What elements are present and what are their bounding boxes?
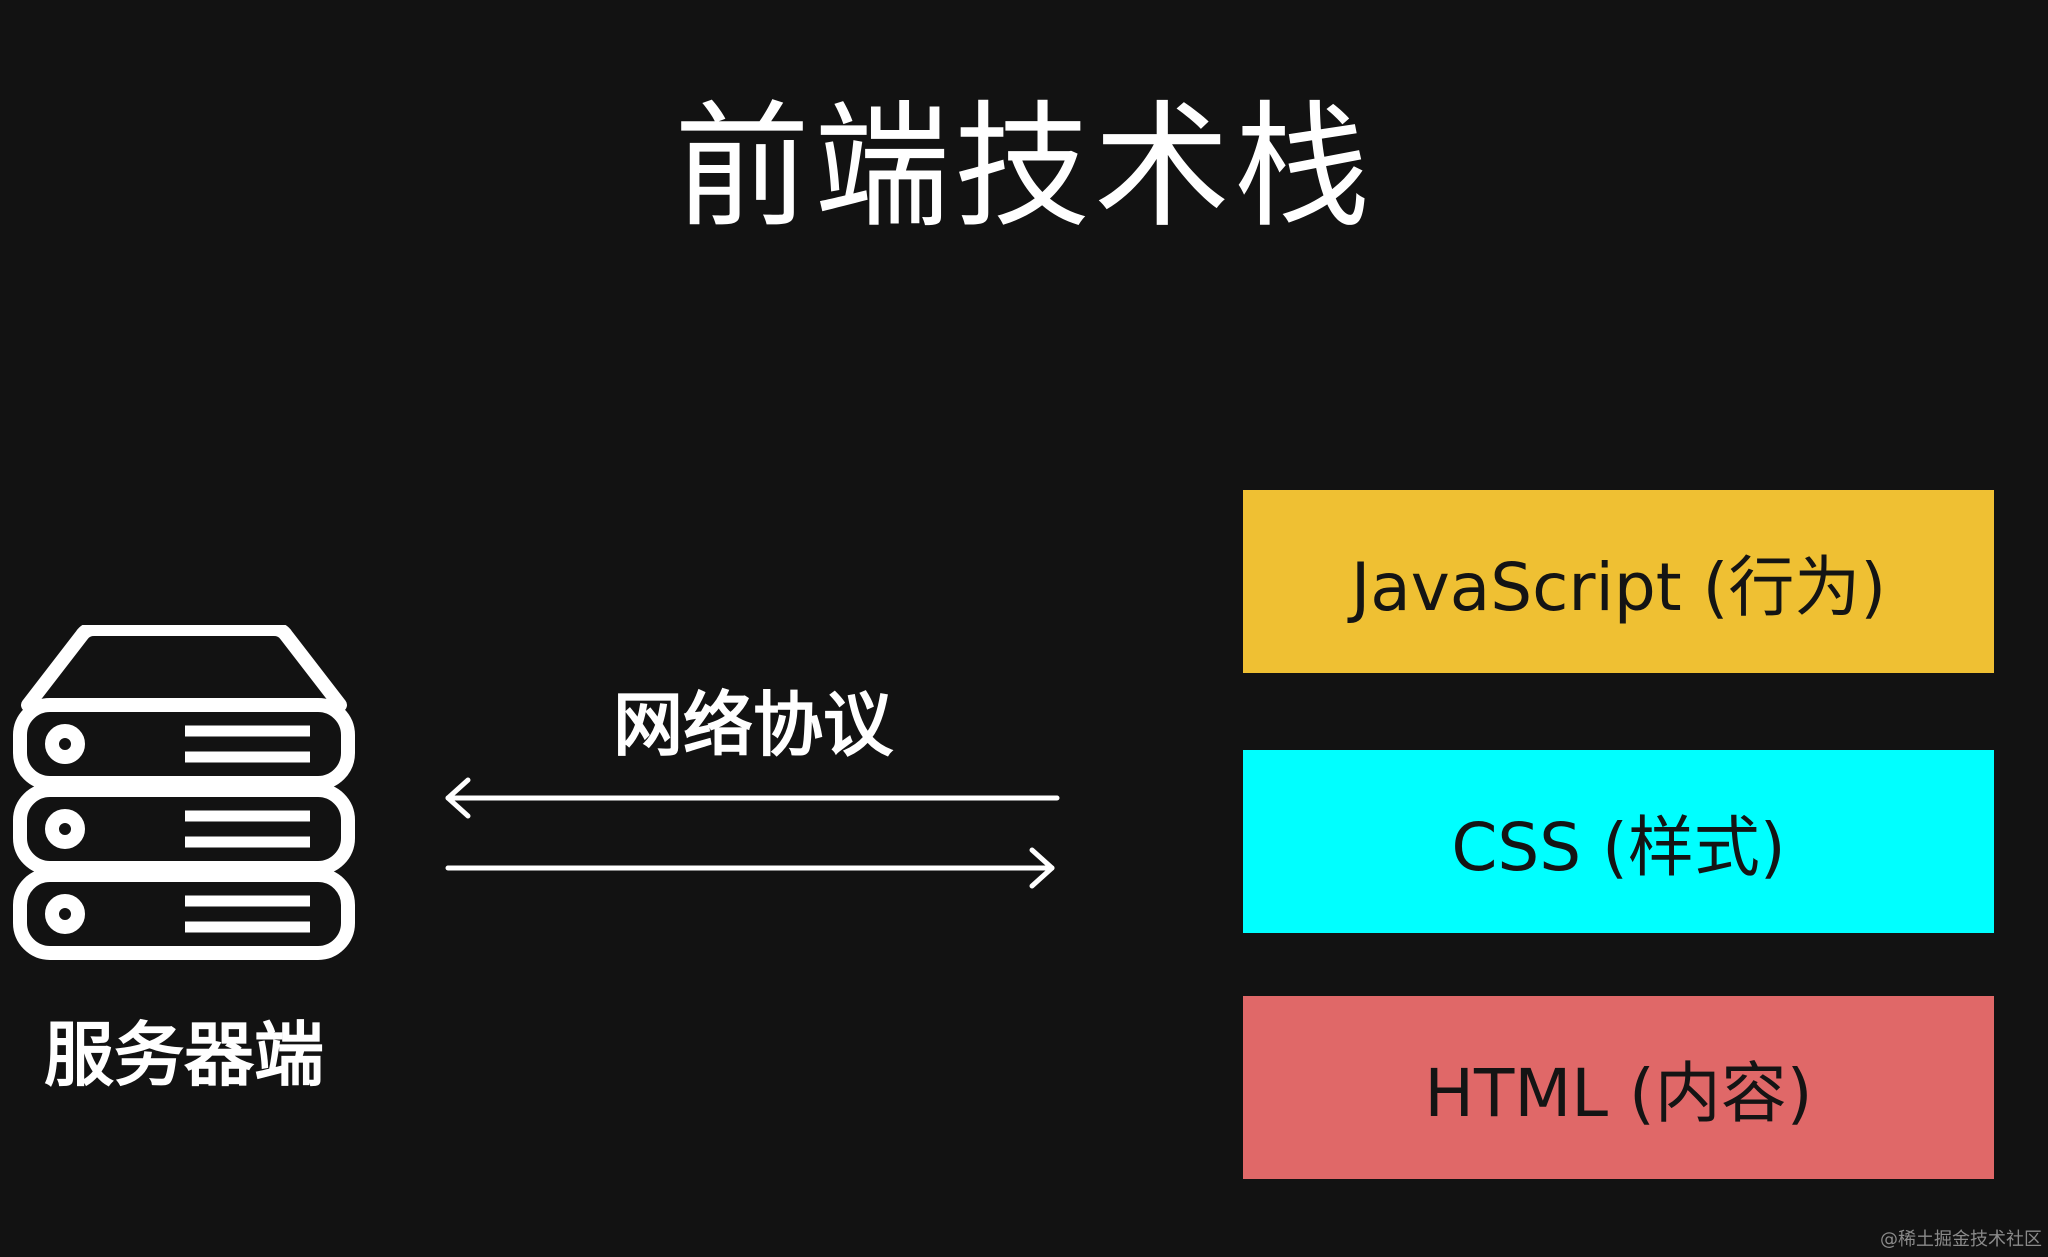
protocol-label: 网络协议 — [613, 684, 893, 766]
stack-layer-html: HTML (内容) — [1243, 996, 1994, 1179]
diagram-title: 前端技术栈 — [674, 89, 1374, 247]
arrow-left-icon — [445, 777, 1060, 819]
protocol-arrows — [445, 777, 1060, 889]
arrow-right-icon — [445, 847, 1055, 889]
watermark: @稀土掘金技术社区 — [1880, 1229, 2042, 1250]
stack-layer-css: CSS (样式) — [1243, 750, 1994, 933]
stack-layer-label: CSS (样式) — [1451, 808, 1786, 886]
stack-layer-label: JavaScript (行为) — [1350, 548, 1887, 626]
stack-layer-label: HTML (内容) — [1424, 1054, 1813, 1132]
server-label: 服务器端 — [44, 1014, 324, 1096]
stack-layer-javascript: JavaScript (行为) — [1243, 490, 1994, 673]
server-stack-icon — [13, 625, 355, 960]
